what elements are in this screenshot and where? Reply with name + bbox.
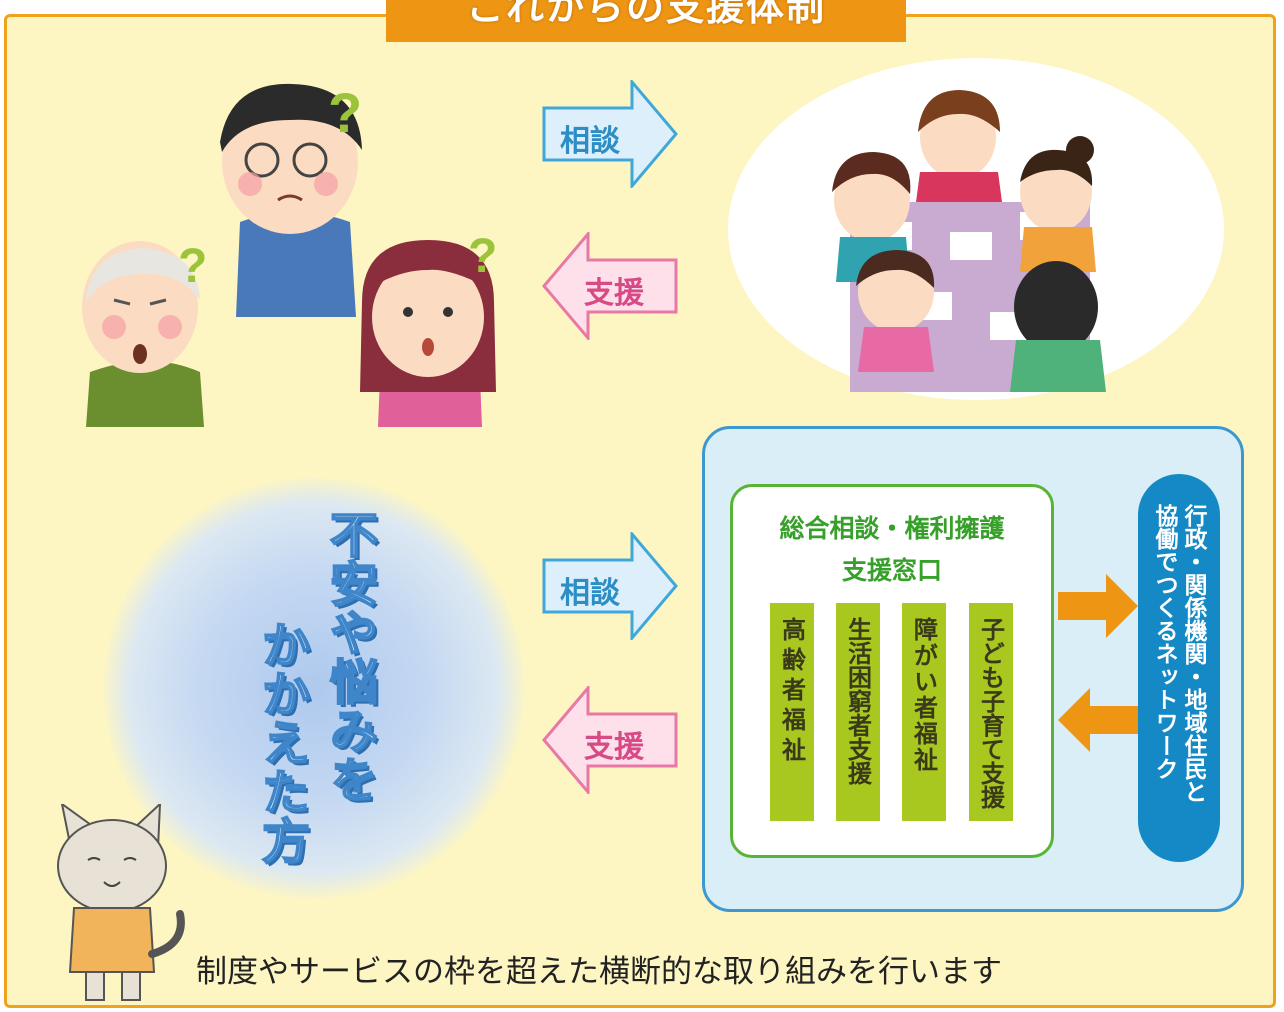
page-title: これからの支援体制 — [386, 0, 906, 42]
elderly-man-figure: ? — [82, 240, 207, 427]
network-pill: 行政・関係機関・地域住民と 協働でつくるネットワーク — [1138, 474, 1220, 862]
svg-text:?: ? — [468, 230, 497, 283]
exchange-arrow-left — [1058, 688, 1138, 752]
exchange-arrow-right — [1058, 574, 1138, 638]
consult-arrow-bottom — [542, 532, 678, 640]
svg-text:?: ? — [328, 81, 362, 144]
worried-people-illustration: ? ? ? — [82, 81, 497, 427]
person-glow-circle — [104, 478, 524, 898]
person-label-line2: かかえた方 — [252, 619, 310, 866]
svg-text:?: ? — [178, 240, 207, 293]
network-line2: 協働でつくるネットワーク — [1151, 504, 1177, 780]
consult-label-top: 相談 — [560, 124, 620, 159]
consult-label-bottom: 相談 — [560, 576, 620, 611]
man-figure: ? — [220, 81, 362, 317]
window-title-line1: 総合相談・権利擁護 — [779, 514, 1005, 543]
column-livelihood-support: 生活困窮者支援 — [836, 603, 880, 821]
support-label-bottom: 支援 — [584, 730, 644, 765]
column-elderly-welfare: 高齢者福祉 — [770, 603, 814, 821]
support-arrow-top — [542, 232, 678, 340]
column-childcare-support: 子ども子育て支援 — [969, 603, 1013, 821]
meeting-group-illustration — [832, 90, 1106, 392]
column-disability-welfare: 障がい者福祉 — [902, 603, 946, 821]
support-arrow-bottom — [542, 686, 678, 794]
footer-text: 制度やサービスの枠を超えた横断的な取り組みを行います — [196, 954, 1002, 990]
woman-figure: ? — [360, 230, 497, 427]
network-line1: 行政・関係機関・地域住民と — [1180, 504, 1206, 803]
person-label-line1: 不安や悩みを — [320, 509, 378, 805]
support-label-top: 支援 — [584, 276, 644, 311]
window-title-line2: 支援窓口 — [841, 556, 942, 585]
consult-arrow-top — [542, 80, 678, 188]
cat-mascot — [57, 804, 185, 1001]
